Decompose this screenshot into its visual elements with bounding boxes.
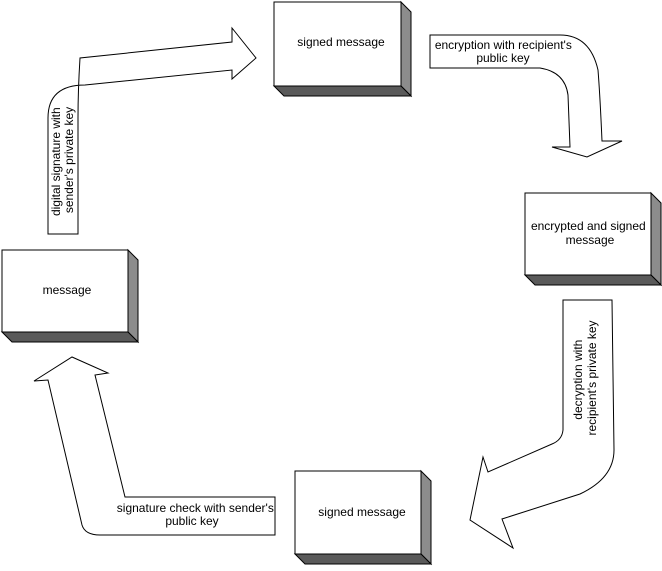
box-signed-top-face: [273, 1, 402, 87]
box-encrypted-signed: encrypted and signed message: [523, 191, 662, 287]
box-signed-top: signed message: [272, 0, 413, 98]
box-encrypted-signed-line-1: encrypted and signed: [531, 219, 646, 233]
box-encrypted-signed-side: [650, 191, 662, 287]
box-signed-bottom-face: [294, 470, 422, 555]
box-signed-bottom-label: signed message: [318, 505, 406, 519]
arrow-decrypt-label: decryption with recipient's private key: [571, 320, 599, 435]
box-signed-top-label: signed message: [297, 35, 385, 49]
arrow-decrypt: decryption with recipient's private key: [469, 299, 615, 550]
box-message-label: message: [43, 283, 92, 297]
box-message-side: [127, 248, 139, 344]
arrow-sign-line-1: digital signature with: [49, 107, 63, 216]
box-signed-top-side: [400, 0, 412, 98]
arrow-encrypt: encryption with recipient's public key: [429, 34, 623, 158]
arrow-decrypt-line-2: recipient's private key: [585, 320, 599, 435]
box-message-face: [1, 249, 129, 333]
box-encrypted-signed-label: encrypted and signed message: [531, 219, 649, 247]
box-signed-top-line-1: signed message: [297, 35, 385, 49]
box-message: message: [0, 248, 140, 344]
box-signed-bottom-side: [420, 469, 432, 566]
box-message-bottom: [0, 331, 140, 343]
arrow-encrypt-shape: [429, 34, 623, 158]
arrow-decrypt-shape: [469, 299, 615, 550]
arrow-verify-label: signature check with sender's public key: [117, 501, 277, 528]
arrow-decrypt-line-1: decryption with: [571, 340, 585, 420]
box-encrypted-signed-line-2: message: [566, 233, 615, 247]
arrow-sign-shape: [47, 26, 257, 235]
arrow-encrypt-line-2: public key: [476, 51, 529, 65]
arrow-sign-label: digital signature with sender's private …: [49, 104, 76, 216]
box-encrypted-signed-bottom: [523, 274, 662, 286]
arrow-verify: signature check with sender's public key: [33, 356, 277, 536]
box-signed-bottom-bottom: [293, 553, 433, 565]
arrow-encrypt-label: encryption with recipient's public key: [435, 38, 575, 65]
arrow-verify-line-1: signature check with sender's: [117, 501, 274, 515]
box-signed-top-bottom: [272, 85, 413, 97]
box-signed-bottom: signed message: [293, 469, 433, 566]
arrow-sign-line-2: sender's private key: [62, 107, 76, 213]
box-signed-bottom-line-1: signed message: [318, 505, 406, 519]
box-message-line-1: message: [43, 283, 92, 297]
arrow-encrypt-line-1: encryption with recipient's: [435, 38, 572, 52]
box-encrypted-signed-face: [524, 192, 652, 276]
arrow-sign: digital signature with sender's private …: [47, 26, 257, 235]
arrow-verify-line-2: public key: [165, 514, 218, 528]
arrow-verify-shape: [33, 356, 276, 536]
